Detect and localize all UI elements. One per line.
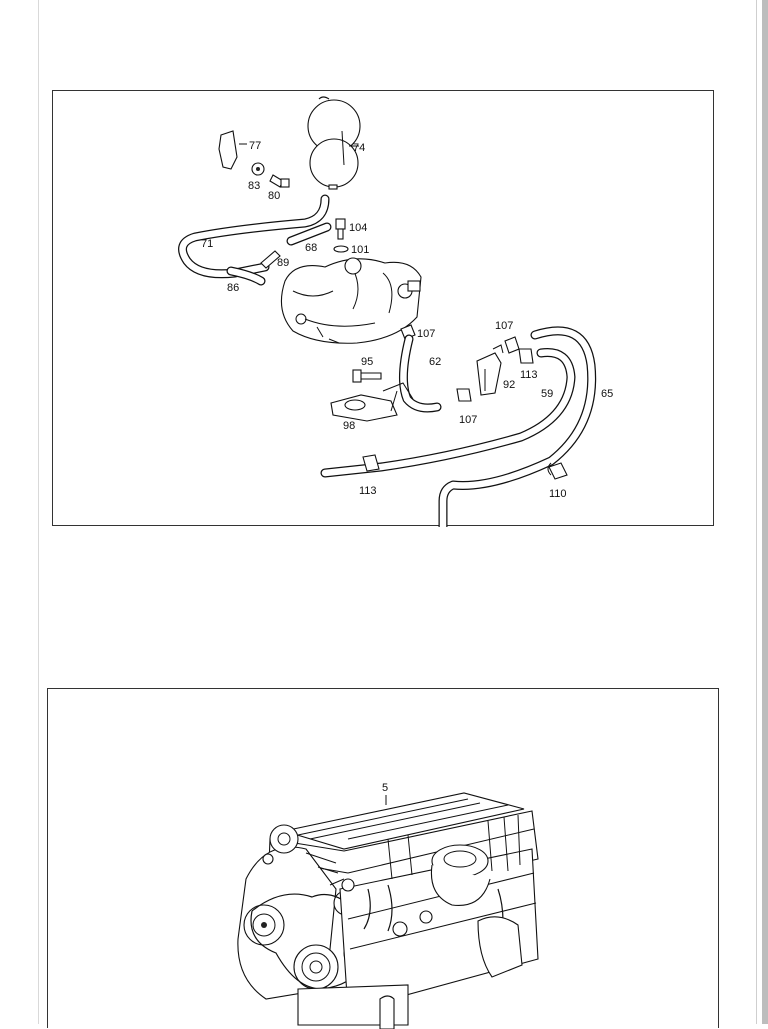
callout-98: 98	[343, 420, 355, 432]
clip-part-107-c	[456, 388, 472, 402]
bracket-part-77	[218, 130, 247, 170]
sensor-part-92	[476, 344, 504, 396]
hose-part-59	[320, 348, 576, 478]
callout-110: 110	[549, 488, 567, 500]
clip-part-113-a	[518, 348, 534, 364]
callout-101: 101	[351, 244, 369, 256]
callout-86: 86	[227, 282, 239, 294]
callout-83: 83	[248, 180, 260, 192]
callout-68: 68	[305, 242, 317, 254]
clip-part-107-b	[504, 336, 520, 354]
page-edge-left	[38, 0, 39, 1024]
callout-107-c: 107	[459, 414, 477, 426]
callout-65: 65	[601, 388, 613, 400]
page-edge-right	[756, 0, 757, 1024]
callout-62: 62	[429, 356, 441, 368]
bracket-part-98	[330, 382, 414, 422]
hose-part-71	[178, 194, 330, 279]
bolt-part-80	[269, 174, 290, 188]
callout-5: 5	[382, 782, 388, 794]
callout-104: 104	[349, 222, 367, 234]
callout-71: 71	[201, 238, 213, 250]
clip-part-110	[547, 462, 568, 480]
callout-74: 74	[353, 142, 365, 154]
hose-part-68	[286, 222, 332, 246]
hose-part-62	[399, 334, 442, 413]
callout-89: 89	[277, 257, 289, 269]
hose-part-86	[226, 266, 266, 286]
callout-80: 80	[268, 190, 280, 202]
reservoir-part-74	[307, 96, 361, 190]
clip-part-113-b	[362, 454, 380, 472]
callout-113-b: 113	[359, 485, 377, 497]
callout-77: 77	[249, 140, 261, 152]
callout-107-a: 107	[417, 328, 435, 340]
engine-drawing: 5	[237, 782, 539, 1029]
bolt-part-95	[352, 369, 382, 383]
hose-part-65	[438, 326, 597, 527]
pump-assembly	[280, 257, 422, 344]
washer-part-101	[333, 245, 349, 253]
scrollbar[interactable]	[762, 0, 768, 1024]
parts-diagram-top-drawing: 77 74 83 80 71 104 68 101 89 86 107 107 …	[178, 96, 613, 527]
washer-part-83	[251, 162, 265, 176]
engine-assembly	[237, 792, 539, 1029]
callout-59: 59	[541, 388, 553, 400]
callout-107-b: 107	[495, 320, 513, 332]
callout-95: 95	[361, 356, 373, 368]
callout-113-a: 113	[520, 369, 538, 381]
bolt-part-104	[335, 218, 346, 240]
connector-part-89	[260, 250, 281, 269]
callout-92: 92	[503, 379, 515, 391]
parts-diagram-bottom: 5	[47, 688, 719, 1029]
parts-diagram-top: 77 74 83 80 71 104 68 101 89 86 107 107 …	[52, 90, 714, 527]
